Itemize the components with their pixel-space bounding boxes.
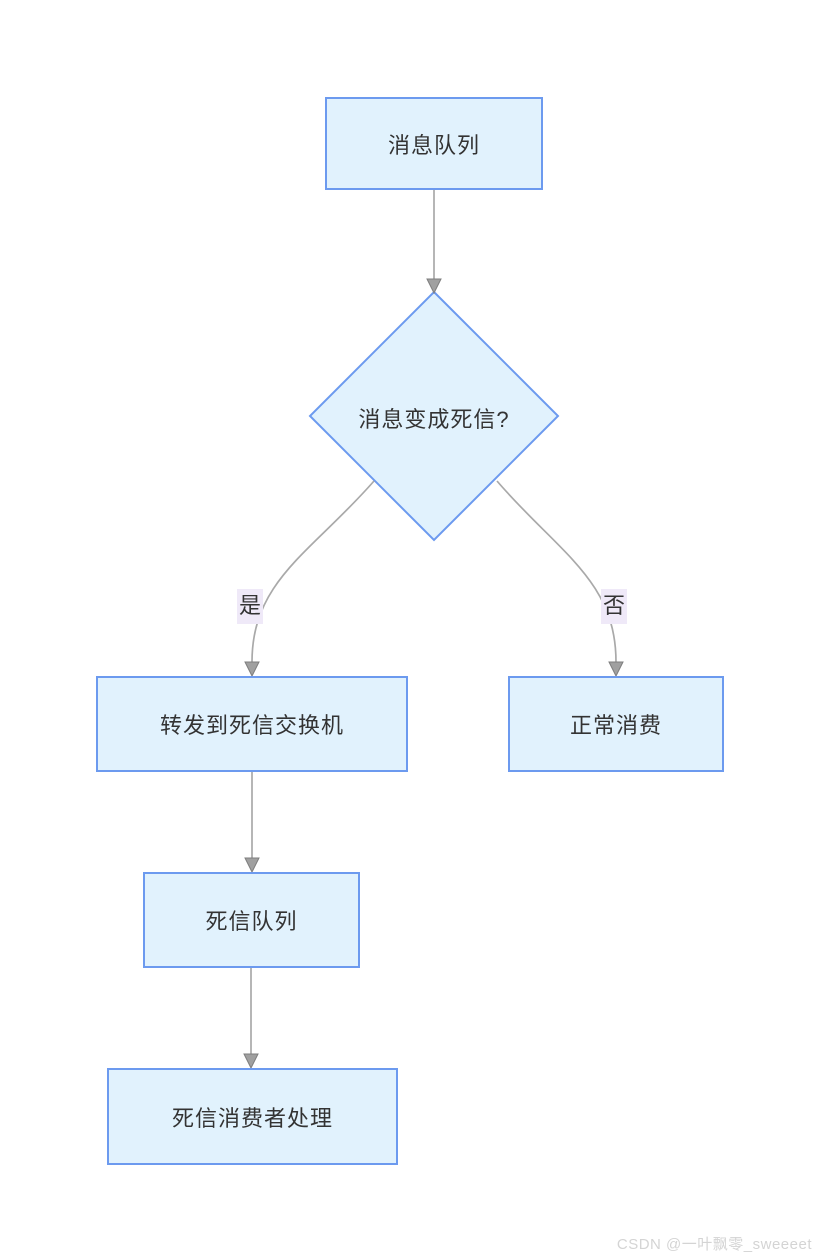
arrowhead-down-icon (244, 661, 260, 678)
arrowhead-down-icon (244, 857, 260, 874)
node-dead-letter-queue: 死信队列 (143, 872, 360, 968)
edge-decision-yes (251, 480, 375, 663)
watermark: CSDN @一叶飘零_sweeeet (616, 1236, 812, 1253)
node-message-queue: 消息队列 (325, 97, 543, 190)
decision-diamond-shape (308, 290, 560, 542)
edge-label-yes: 是 (237, 589, 264, 624)
node-dlq-consumer-label: 死信消费者处理 (171, 1105, 333, 1131)
node-dead-letter-queue-label: 死信队列 (205, 909, 298, 934)
arrowhead-down-icon (608, 661, 624, 678)
node-dlq-consumer: 死信消费者处理 (107, 1068, 398, 1165)
edge-decision-no (496, 480, 617, 663)
node-message-queue-label: 消息队列 (387, 132, 480, 158)
node-normal-consume: 正常消费 (508, 676, 724, 772)
node-normal-consume-label: 正常消费 (569, 713, 662, 738)
arrowhead-down-icon (243, 1053, 259, 1070)
edge-label-no: 否 (601, 589, 628, 624)
node-decision-label: 消息变成死信? (358, 407, 510, 432)
node-forward-dlx-label: 转发到死信交换机 (159, 713, 344, 738)
node-forward-dlx: 转发到死信交换机 (96, 676, 408, 772)
arrowhead-down-icon (426, 278, 442, 295)
